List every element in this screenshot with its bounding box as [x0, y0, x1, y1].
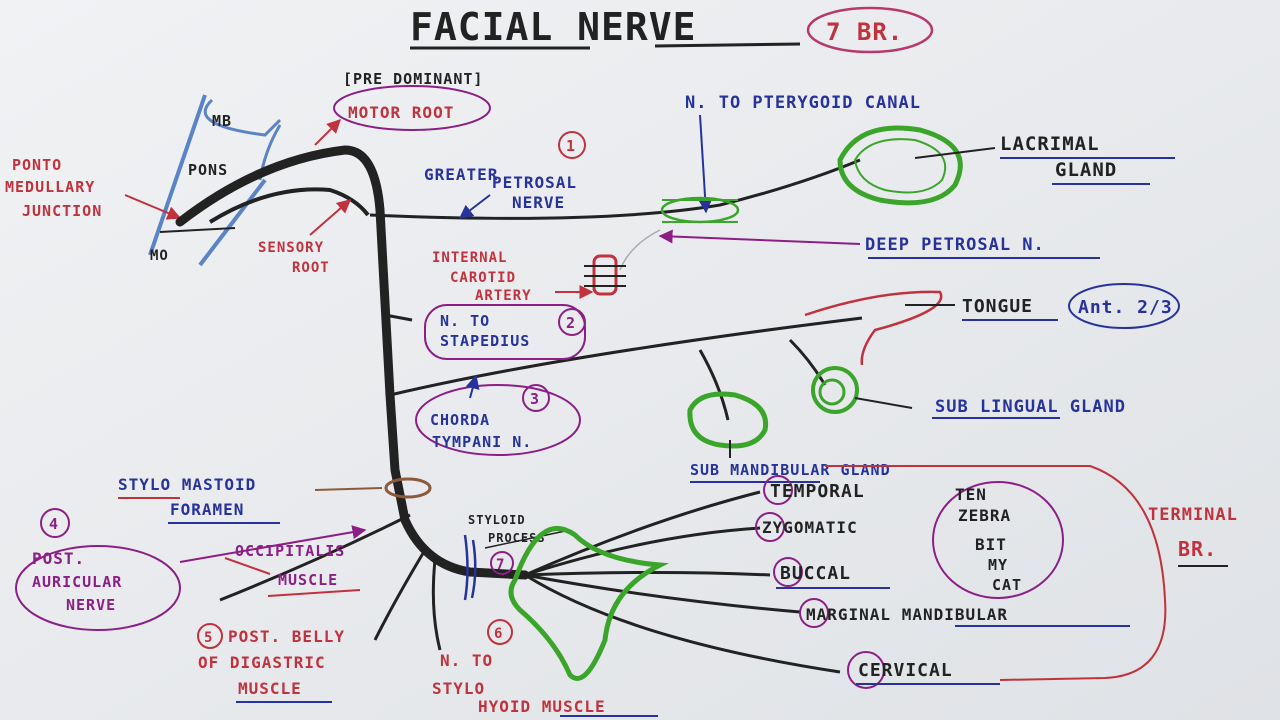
gpn-label-3: NERVE [512, 193, 565, 212]
digastric-label-2: OF DIGASTRIC [198, 653, 326, 672]
stylomastoid-section: STYLO MASTOID FORAMEN [118, 475, 432, 524]
stylomastoid-label-1: STYLO MASTOID [118, 475, 256, 494]
facial-nerve-trunk [175, 145, 863, 674]
page-title: FACIAL NERVE [410, 5, 697, 49]
terminal-label-1: TERMINAL [1148, 505, 1238, 525]
predominant-label: [PRE DOMINANT] [343, 70, 483, 88]
styloid-label-1: STYLOID [468, 513, 526, 527]
mnemonic-2: ZEBRA [958, 506, 1011, 525]
ica-label-1: INTERNAL [432, 250, 507, 266]
stylohyoid-label-2: STYLO [432, 679, 485, 698]
terminal-branches: TEMPORAL ZYGOMATIC BUCCAL MARGINAL MANDI… [755, 465, 1238, 689]
tongue-label: TONGUE [962, 296, 1033, 317]
gpn-label-2: PETROSAL [492, 173, 577, 192]
greater-petrosal-section: 1 GREATER PETROSAL NERVE N. TO PTERYGOID… [424, 93, 1175, 271]
stylohyoid-label-1: N. TO [440, 651, 493, 670]
gpn-label-1: GREATER [424, 165, 498, 184]
marginal-mandibular-label: MARGINAL MANDIBULAR [806, 605, 1008, 624]
parotid-section: STYLOID PROCESS 7 [463, 513, 670, 681]
ponto-label-1: PONTO [12, 156, 62, 174]
tongue-badge: Ant. 2/3 [1078, 297, 1173, 318]
branches-badge-outline [806, 6, 934, 54]
temporal-label: TEMPORAL [770, 481, 865, 502]
stylohyoid-number: 6 [494, 626, 503, 642]
cervical-label: CERVICAL [858, 660, 953, 681]
buccal-label: BUCCAL [780, 563, 851, 584]
chorda-tympani-section: CHORDA TYMPANI N. 3 [415, 374, 581, 456]
lacrimal-label-2: GLAND [1055, 159, 1117, 181]
mnemonic-5: CAT [992, 576, 1022, 594]
sublingual-label: SUB LINGUAL GLAND [935, 397, 1126, 417]
digastric-number: 5 [204, 630, 213, 646]
ponto-label-2: MEDULLARY [5, 178, 95, 196]
stylohyoid-label-3: HYOID MUSCLE [478, 697, 606, 716]
mnemonic-1: TEN [955, 485, 987, 504]
occipitalis-label-2: MUSCLE [278, 571, 338, 589]
roots-labels: [PRE DOMINANT] MOTOR ROOT SENSORY ROOT [258, 70, 491, 276]
deep-petrosal-label: DEEP PETROSAL N. [865, 235, 1045, 255]
submandibular-label: SUB MANDIBULAR GLAND [690, 461, 891, 479]
post-auricular-label-1: POST. [32, 549, 85, 568]
styloid-number: 7 [496, 557, 505, 573]
lacrimal-label-1: LACRIMAL [1000, 133, 1100, 155]
mo-label: MO [150, 248, 169, 264]
gpn-number: 1 [566, 137, 576, 155]
submandibular-gland-shape [687, 391, 769, 449]
digastric-label-3: MUSCLE [238, 679, 302, 698]
lacrimal-gland-shape [837, 125, 963, 206]
salivary-glands: SUB LINGUAL GLAND SUB MANDIBULAR GLAND [687, 366, 1126, 483]
mnemonic-3: BIT [975, 535, 1007, 554]
mb-label: MB [212, 112, 232, 130]
ica-label-2: CAROTID [450, 270, 516, 286]
parotid-gland-shape [508, 525, 670, 681]
post-auricular-label-3: NERVE [66, 596, 116, 614]
sensory-root-label-2: ROOT [292, 260, 330, 276]
motor-root-label: MOTOR ROOT [348, 103, 454, 122]
chorda-label-1: CHORDA [430, 411, 490, 429]
stapedius-label-2: STAPEDIUS [440, 332, 530, 350]
tongue-section: TONGUE Ant. 2/3 [804, 283, 1180, 366]
terminal-label-2: BR. [1178, 537, 1217, 561]
stylomastoid-label-2: FORAMEN [170, 500, 244, 519]
occipitalis-label-1: OCCIPITALIS [235, 542, 345, 560]
digastric-stylohyoid-section: 5 POST. BELLY OF DIGASTRIC MUSCLE 6 N. T… [197, 619, 658, 717]
stylomastoid-foramen-shape [384, 477, 432, 499]
post-auricular-label-2: AURICULAR [32, 573, 122, 591]
chorda-number: 3 [530, 390, 540, 408]
pons-label: PONS [188, 161, 228, 179]
internal-carotid-section: INTERNAL CAROTID ARTERY [432, 250, 626, 304]
pterygoid-label: N. TO PTERYGOID CANAL [685, 93, 921, 113]
ica-label-3: ARTERY [475, 288, 532, 304]
chorda-label-2: TYMPANI N. [432, 433, 532, 451]
posterior-auricular-section: 4 POST. AURICULAR NERVE OCCIPITALIS MUSC… [15, 508, 367, 631]
title-block: FACIAL NERVE 7 BR. [410, 5, 934, 54]
mnemonic-outline [932, 481, 1064, 599]
styloid-label-2: PROCESS [488, 531, 546, 545]
sublingual-gland-shape [811, 366, 859, 414]
post-auricular-number: 4 [49, 515, 59, 533]
zygomatic-label: ZYGOMATIC [762, 518, 858, 537]
branches-badge: 7 BR. [826, 18, 903, 46]
stapedius-number: 2 [566, 314, 576, 332]
ponto-label-3: JUNCTION [22, 202, 102, 220]
stapedius-label-1: N. TO [440, 312, 490, 330]
sensory-root-label-1: SENSORY [258, 240, 324, 256]
mnemonic-4: MY [988, 556, 1008, 574]
stapedius-section: N. TO STAPEDIUS 2 [424, 304, 586, 360]
digastric-label-1: POST. BELLY [228, 627, 345, 646]
